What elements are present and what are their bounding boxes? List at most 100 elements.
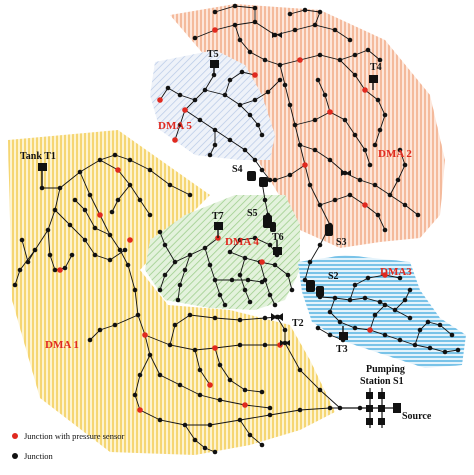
junction-node xyxy=(245,277,251,283)
junction-node xyxy=(372,182,378,188)
junction-node xyxy=(212,277,218,283)
junction-node xyxy=(267,177,273,183)
junction-node xyxy=(287,172,293,178)
junction-node xyxy=(259,279,265,285)
junction-node xyxy=(132,392,138,398)
junction-node xyxy=(392,307,398,313)
junction-node xyxy=(375,97,381,103)
pipe xyxy=(159,237,219,291)
pipe xyxy=(127,264,161,376)
source-label: Source xyxy=(402,411,432,422)
junction-node xyxy=(352,282,358,288)
junction-node xyxy=(372,312,378,318)
junction-node xyxy=(177,122,183,128)
junction-node xyxy=(237,37,243,43)
sensor-legend-label: Junction with pressure sensor xyxy=(24,431,125,441)
junction-node xyxy=(25,259,31,265)
junction-node xyxy=(117,247,123,253)
pumping-station-label: Station S1 xyxy=(360,376,404,387)
junction-node xyxy=(377,299,383,305)
junction-node xyxy=(77,169,83,175)
junction-node xyxy=(167,182,173,188)
valve-icon xyxy=(280,340,290,346)
pressure-sensor-node xyxy=(252,72,258,78)
junction-node xyxy=(277,62,283,68)
junction-node xyxy=(92,252,98,258)
pressure-sensor-node xyxy=(302,162,308,168)
pipe xyxy=(224,71,256,96)
junction-node xyxy=(317,202,323,208)
junction-node xyxy=(315,77,321,83)
junction-node xyxy=(337,319,343,325)
junction-node xyxy=(247,112,253,118)
junction-node xyxy=(107,257,113,263)
junction-node xyxy=(92,225,98,231)
junction-node xyxy=(285,272,291,278)
pump-s4-icon xyxy=(247,171,268,187)
valve-icon xyxy=(272,32,282,38)
junction-node xyxy=(207,262,213,268)
junction-node xyxy=(322,92,328,98)
junction-node xyxy=(237,102,243,108)
junction-node xyxy=(87,337,93,343)
junction-node xyxy=(69,252,75,258)
junction-node xyxy=(212,315,218,321)
junction-node xyxy=(289,287,295,293)
junction-node xyxy=(272,262,278,268)
junction-node xyxy=(332,197,338,203)
junction-node xyxy=(327,405,333,411)
junction-node xyxy=(112,322,118,328)
junction-node xyxy=(317,387,323,393)
junction-node xyxy=(395,177,401,183)
junction-node xyxy=(377,127,383,133)
pipe xyxy=(229,251,293,291)
pipe xyxy=(177,254,191,301)
pressure-sensor-node xyxy=(327,109,333,115)
junction-node xyxy=(337,57,343,63)
junction-node xyxy=(327,332,333,338)
junction-node xyxy=(122,247,128,253)
junction-node xyxy=(382,332,388,338)
junction-node xyxy=(297,367,303,373)
junction-node xyxy=(307,259,313,265)
junction-node xyxy=(375,212,381,218)
junction-node xyxy=(132,287,138,293)
t2-label: T2 xyxy=(292,318,304,329)
junction-node xyxy=(19,237,25,243)
pressure-sensor-node xyxy=(212,27,218,33)
pump-s3-icon xyxy=(325,224,333,236)
junction-node xyxy=(72,197,78,203)
junction-node xyxy=(272,302,278,308)
junction-node xyxy=(347,37,353,43)
pipe xyxy=(276,316,341,409)
junction-node xyxy=(227,377,233,383)
junction-node xyxy=(455,347,461,353)
junction-node xyxy=(137,197,143,203)
junction-node xyxy=(442,349,448,355)
pipe xyxy=(79,171,129,266)
junction-node xyxy=(192,437,198,443)
pipe xyxy=(184,424,216,453)
junction-node xyxy=(182,422,188,428)
junction-node xyxy=(277,77,283,83)
junction-node xyxy=(242,387,248,393)
junction-node xyxy=(287,11,293,17)
pipe xyxy=(89,314,139,341)
pipe xyxy=(289,9,321,26)
dma3-label: DMA3 xyxy=(380,266,412,278)
junction-node xyxy=(292,122,298,128)
junction-node xyxy=(57,185,63,191)
junction-node xyxy=(382,302,388,308)
junction-node xyxy=(232,3,238,9)
tank-t7-icon xyxy=(214,222,223,238)
junction-node xyxy=(125,262,131,268)
junction-node xyxy=(252,97,258,103)
pressure-sensor-node xyxy=(242,402,248,408)
junction-node xyxy=(97,327,103,333)
junction-node xyxy=(302,277,308,283)
tank-t5-icon xyxy=(210,60,219,75)
t6-label: T6 xyxy=(272,232,284,243)
junction-node xyxy=(317,242,323,248)
junction-node xyxy=(267,292,273,298)
